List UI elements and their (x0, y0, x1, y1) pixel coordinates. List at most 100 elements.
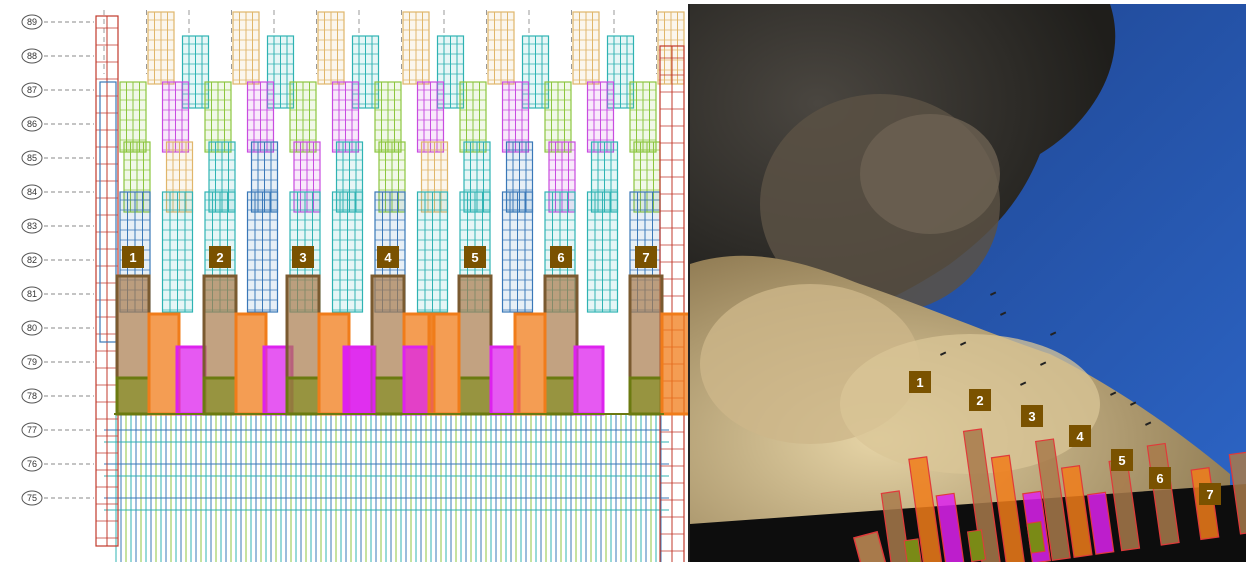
photo-badge-box (1069, 425, 1091, 447)
column-panel-top (606, 35, 635, 109)
photo-column-badge: 3 (1021, 405, 1043, 427)
photo-column-badge: 4 (1069, 425, 1091, 447)
floor-label-text: 89 (27, 17, 37, 27)
column-badge-number: 1 (129, 250, 136, 265)
orange-column (660, 312, 688, 416)
photo-column-badge: 1 (909, 371, 931, 393)
column-panel-mid (289, 81, 317, 153)
column-panel-low (161, 191, 194, 313)
column-badge-number: 6 (557, 250, 564, 265)
photo-badge-box (1199, 483, 1221, 505)
photo-badge-number: 4 (1076, 429, 1084, 444)
column-panel-mid (119, 81, 147, 153)
photo-badge-number: 1 (916, 375, 923, 390)
photo-badge-box (969, 389, 991, 411)
olive-base-block (628, 376, 664, 416)
highlight-group-7: 7 (628, 246, 688, 416)
floor-label-oval (21, 286, 43, 302)
floor-label-oval (21, 252, 43, 268)
floor-label-oval (21, 456, 43, 472)
column-panel-top (351, 35, 380, 109)
floor-label-text: 84 (27, 187, 37, 197)
overlay-fallen-column (853, 530, 891, 562)
overlay-column (880, 490, 913, 562)
floor-label-oval (21, 82, 43, 98)
perimeter-column-red (659, 45, 685, 562)
floor-label-text: 80 (27, 323, 37, 333)
column-panel-top (657, 11, 685, 85)
photo-badge-number: 7 (1206, 487, 1213, 502)
debris-piece (1130, 401, 1137, 406)
floor-label-oval (21, 422, 43, 438)
column-panel-top (487, 11, 515, 85)
column-panel-mid (204, 81, 232, 153)
column-badge-number: 3 (299, 250, 306, 265)
magenta-column (175, 345, 207, 416)
collapse-photo-panel: 1 2 3 4 5 6 7 (690, 4, 1246, 562)
debris-piece (1040, 361, 1047, 366)
photo-badge-box (909, 371, 931, 393)
overlay-olive-block (903, 538, 923, 562)
debris-piece (1019, 381, 1027, 386)
column-badge-number: 7 (642, 250, 649, 265)
photo-badge-box (1021, 405, 1043, 427)
column-badge-box (209, 246, 231, 268)
column-panel-top (521, 35, 550, 109)
column-panel-top (436, 35, 465, 109)
photo-badge-box (1111, 449, 1133, 471)
smoke-cloud (860, 114, 1000, 234)
column-badge: 1 (122, 246, 144, 268)
column-panel-mid (459, 81, 487, 153)
floor-label-oval (21, 354, 43, 370)
overlay-column (908, 456, 945, 562)
overlay-olive-block (1026, 521, 1046, 554)
olive-base-block (285, 376, 321, 416)
debris-piece (939, 351, 947, 356)
column-panel-mid (374, 81, 402, 153)
floor-label-oval (21, 150, 43, 166)
photo-badge-number: 2 (976, 393, 983, 408)
floor-label-text: 85 (27, 153, 37, 163)
lower-column-grid (104, 414, 669, 562)
olive-base-block (543, 376, 579, 416)
floor-label-oval (21, 184, 43, 200)
column-badge: 6 (550, 246, 572, 268)
olive-base-block (115, 376, 151, 416)
floor-label-oval (21, 218, 43, 234)
floor-label-text: 88 (27, 51, 37, 61)
photo-column-badges: 1 2 3 4 5 6 7 (909, 371, 1221, 505)
floor-label-oval (21, 14, 43, 30)
floor-label-text: 83 (27, 221, 37, 231)
photo-badge-box (1149, 467, 1171, 489)
floor-label-text: 75 (27, 493, 37, 503)
debris-piece (999, 311, 1007, 316)
column-panel-low (586, 191, 619, 313)
olive-base-block (457, 376, 493, 416)
floor-label-text: 82 (27, 255, 37, 265)
photo-badge-number: 6 (1156, 471, 1163, 486)
column-panel-low (246, 191, 279, 313)
photo-badge-number: 5 (1118, 453, 1125, 468)
column-panel-top (147, 11, 175, 85)
perimeter-column-red (95, 15, 119, 547)
overlay-column (1228, 451, 1246, 535)
orange-column (147, 312, 181, 416)
column-panel-top (317, 11, 345, 85)
floor-label-oval (21, 48, 43, 64)
column-panel-mid (161, 81, 190, 153)
column-panel-top (232, 11, 260, 85)
column-badge-box (122, 246, 144, 268)
floor-label-text: 79 (27, 357, 37, 367)
floor-label-oval (21, 116, 43, 132)
column-badge-box (635, 246, 657, 268)
floor-label-text: 78 (27, 391, 37, 401)
olive-base-block (370, 376, 406, 416)
overlay-column (935, 492, 966, 562)
overlay-column (1034, 438, 1071, 562)
debris-piece (959, 341, 967, 346)
olive-base-block (202, 376, 238, 416)
column-badge-number: 4 (384, 250, 392, 265)
